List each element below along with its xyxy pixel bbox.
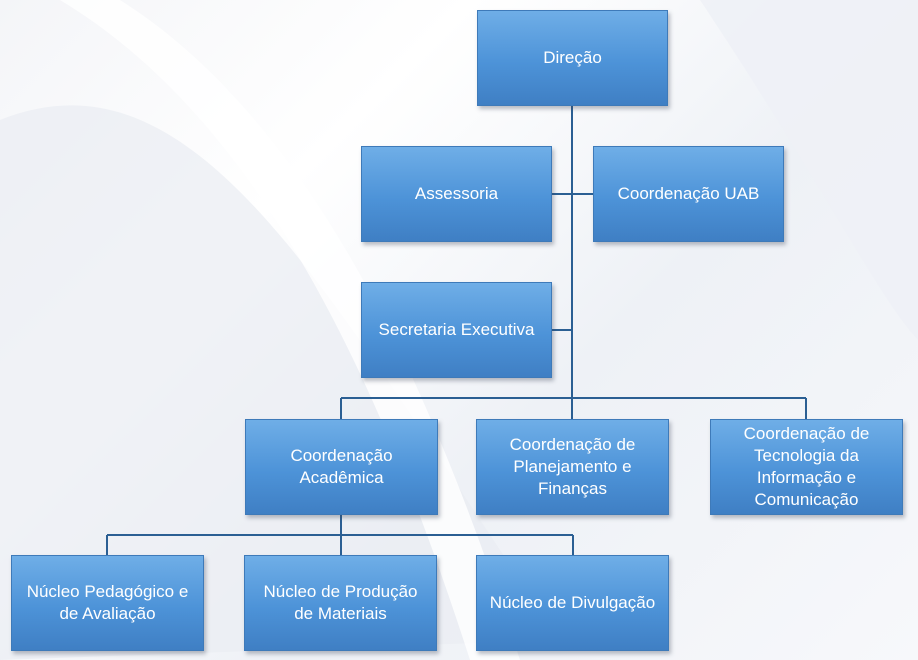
node-coordenacao-tecnologia: Coordenação de Tecnologia da Informação …: [710, 419, 903, 515]
node-coordenacao-academica-label: Coordenação Acadêmica: [290, 446, 393, 487]
node-direcao-label: Direção: [543, 48, 602, 67]
node-coordenacao-planejamento: Coordenação de Planejamento e Finanças: [476, 419, 669, 515]
node-coordenacao-academica: Coordenação Acadêmica: [245, 419, 438, 515]
node-direcao: Direção: [477, 10, 668, 106]
node-secretaria-executiva-label: Secretaria Executiva: [378, 320, 535, 339]
node-nucleo-producao: Núcleo de Produção de Materiais: [244, 555, 437, 651]
node-coordenacao-tecnologia-label: Coordenação de Tecnologia da Informação …: [743, 424, 870, 509]
node-nucleo-producao-label: Núcleo de Produção de Materiais: [263, 582, 418, 623]
node-coordenacao-uab-label: Coordenação UAB: [617, 184, 760, 203]
node-assessoria: Assessoria: [361, 146, 552, 242]
node-coordenacao-planejamento-label: Coordenação de Planejamento e Finanças: [509, 435, 636, 498]
node-nucleo-divulgacao: Núcleo de Divulgação: [476, 555, 669, 651]
node-nucleo-pedagogico-label: Núcleo Pedagógico e de Avaliação: [26, 582, 189, 623]
node-nucleo-divulgacao-label: Núcleo de Divulgação: [489, 593, 656, 612]
node-assessoria-label: Assessoria: [414, 184, 499, 203]
node-secretaria-executiva: Secretaria Executiva: [361, 282, 552, 378]
node-nucleo-pedagogico: Núcleo Pedagógico e de Avaliação: [11, 555, 204, 651]
node-coordenacao-uab: Coordenação UAB: [593, 146, 784, 242]
